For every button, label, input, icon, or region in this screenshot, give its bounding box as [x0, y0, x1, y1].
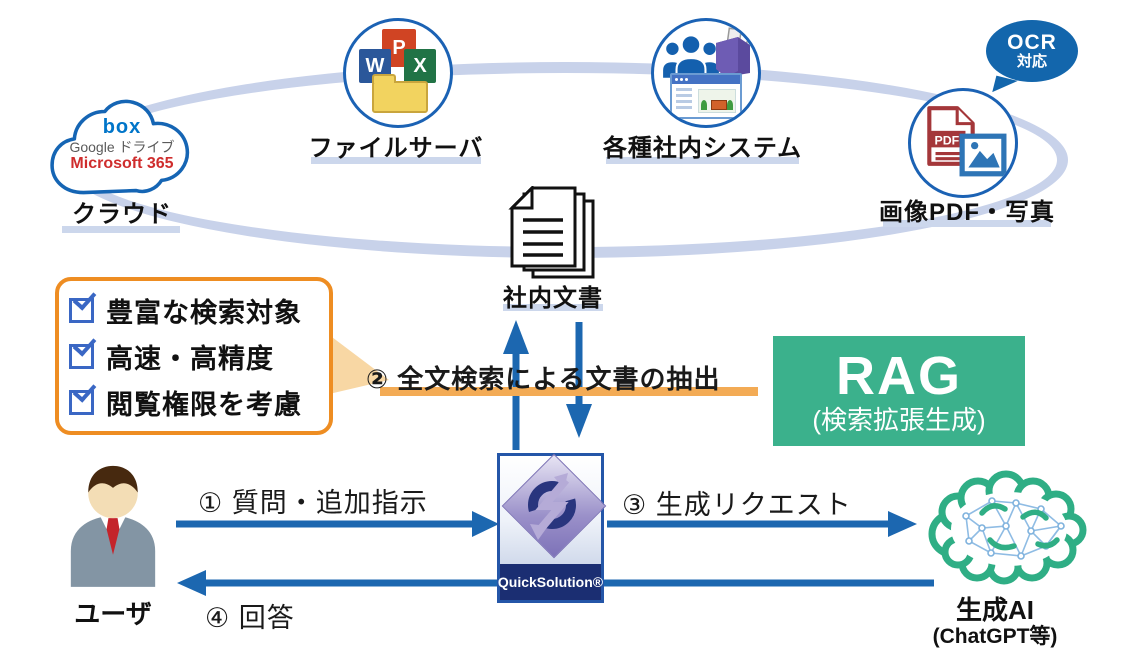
folder-icon	[372, 74, 428, 113]
checklist-item: 高速・高精度	[69, 337, 319, 376]
quicksolution-box: QuickSolution®	[497, 453, 607, 603]
pdf-text: PDF	[934, 133, 959, 147]
step2-label: ② 全文検索による文書の抽出	[366, 364, 721, 394]
cloud-icon	[50, 99, 190, 195]
box-logo: box	[102, 116, 142, 138]
cloud-services: box Google ドライブ Microsoft 365	[46, 116, 198, 173]
gen-ai-label: 生成AI	[955, 595, 1034, 625]
microsoft-365-logo: Microsoft 365	[70, 155, 174, 173]
documents-label: 社内文書	[503, 285, 603, 312]
internal-systems-label: 各種社内システム	[602, 135, 803, 162]
cloud-label: クラウド	[72, 201, 172, 228]
quicksolution-band: QuickSolution®	[497, 564, 604, 600]
image-pdf-underline	[883, 220, 1051, 227]
checklist-item: 豊富な検索対象	[69, 291, 319, 330]
internal-systems-node	[651, 18, 761, 128]
gen-ai-brain-icon	[928, 470, 1087, 585]
rag-title: RAG	[836, 346, 962, 406]
image-icon	[959, 133, 1007, 177]
checkbox-icon	[69, 389, 94, 415]
quicksolution-label: QuickSolution®	[497, 574, 604, 590]
ocr-badge: OCR 対応	[986, 20, 1078, 82]
step1-label: ① 質問・追加指示	[198, 488, 428, 518]
step4-label: ④ 回答	[205, 603, 295, 633]
step3-label: ③ 生成リクエスト	[622, 490, 852, 520]
user-label: ユーザ	[74, 599, 152, 629]
box-file-icon	[716, 27, 752, 77]
google-drive-logo: Google ドライブ	[69, 139, 175, 155]
checkbox-icon	[69, 297, 94, 323]
checklist-item: 閲覧権限を考慮	[69, 383, 319, 422]
gen-ai-sublabel: (ChatGPT等)	[932, 625, 1058, 648]
rag-box: RAG (検索拡張生成)	[773, 336, 1025, 446]
step2-highlight-bar	[380, 387, 758, 396]
checklist-item-label: 閲覧権限を考慮	[106, 389, 302, 420]
browser-window-icon	[670, 73, 742, 119]
ocr-badge-line1: OCR	[1007, 31, 1057, 55]
checklist-item-label: 高速・高精度	[106, 343, 274, 374]
rag-subtitle: (検索拡張生成)	[812, 405, 986, 435]
file-server-node: P W X	[343, 18, 453, 128]
documents-icon	[508, 186, 595, 279]
excel-icon: X	[404, 49, 436, 83]
file-server-underline	[311, 157, 481, 164]
checklist-item-label: 豊富な検索対象	[106, 297, 302, 328]
user-icon	[70, 465, 156, 587]
image-pdf-label: 画像PDF・写真	[879, 199, 1055, 226]
checkbox-icon	[69, 343, 94, 369]
quicksolution-logo-icon	[528, 473, 576, 540]
documents-underline	[503, 304, 603, 311]
cloud-node: box Google ドライブ Microsoft 365	[46, 96, 198, 202]
internal-systems-underline	[606, 157, 799, 164]
ocr-badge-line2: 対応	[1016, 53, 1047, 71]
image-pdf-node: PDF	[908, 88, 1018, 198]
feature-checklist: 豊富な検索対象 高速・高精度 閲覧権限を考慮	[55, 277, 333, 435]
cloud-underline	[62, 226, 180, 233]
file-server-label: ファイルサーバ	[308, 135, 484, 162]
